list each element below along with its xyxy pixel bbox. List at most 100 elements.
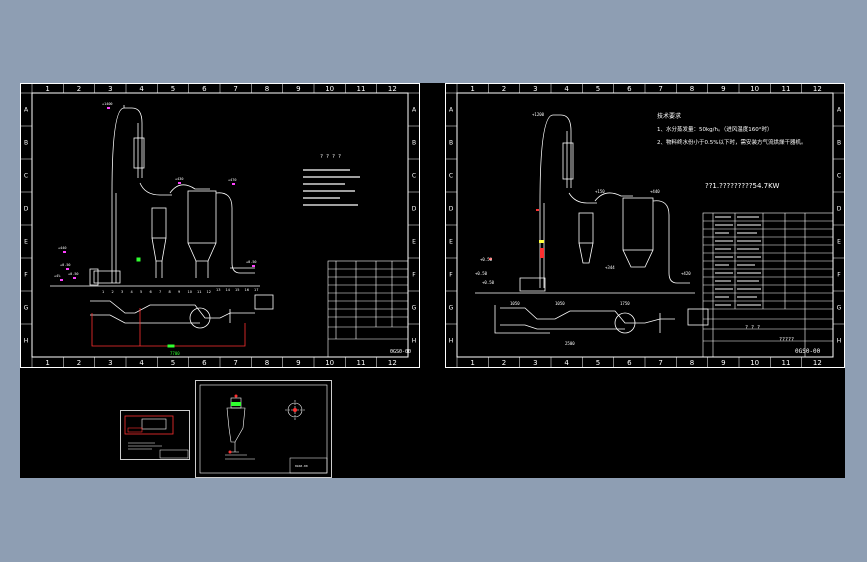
column-number: 8 [690, 85, 694, 93]
elevation-label: +440 [650, 189, 660, 194]
part-number: 11 [197, 290, 201, 294]
column-number: 1 [470, 359, 474, 367]
row-letter: H [449, 338, 454, 345]
row-letter: E [24, 239, 28, 246]
column-number: 5 [171, 85, 175, 93]
red-markers [489, 209, 544, 260]
part-number: 15 [235, 288, 239, 292]
elevation-label: +344 [605, 265, 615, 270]
row-letter: A [24, 107, 29, 114]
elevation-label: +0.50 [60, 263, 71, 267]
column-number: 4 [139, 85, 144, 93]
elevation-label: +0.50 [68, 272, 79, 276]
part-number: 16 [245, 288, 249, 292]
column-number: 7 [658, 85, 662, 93]
nozzle-detail [226, 397, 246, 453]
yellow-markers [539, 240, 544, 243]
column-number: 1 [45, 359, 49, 367]
row-letter: G [412, 305, 417, 312]
elevation-label: +150 [595, 189, 605, 194]
row-letter: F [837, 272, 841, 279]
column-number: 1 [470, 85, 474, 93]
dimension-label: 1050 [510, 301, 520, 306]
column-number: 7 [658, 359, 662, 367]
title-block-text: ? ? ? [745, 325, 760, 331]
elevation-label-group: +1400+430+470+440+0.50+0.50+0.50+4% [54, 102, 257, 278]
column-number: 5 [596, 85, 600, 93]
tech-requirement-1: 1、水分蒸发量：50kg/h。（进风温度160°时） [657, 125, 773, 133]
column-number: 8 [265, 359, 269, 367]
row-letter: A [837, 107, 842, 114]
part-number: 3 [121, 290, 123, 294]
row-letter: D [24, 206, 29, 213]
row-letter: C [412, 173, 416, 180]
row-letter: C [24, 173, 28, 180]
column-number: 3 [533, 85, 537, 93]
row-letter: H [412, 338, 417, 345]
column-number: 6 [627, 85, 632, 93]
parts-list-table [327, 260, 409, 358]
elevation-label: +0.50 [246, 260, 257, 264]
tech-requirements-title: 技术要求 [657, 112, 681, 120]
column-number: 10 [325, 359, 334, 367]
column-number: 9 [721, 85, 725, 93]
drawing-number: 0GS0-00 [795, 348, 821, 355]
column-number: 12 [813, 359, 822, 367]
dimension-label: 1050 [555, 301, 565, 306]
drawing-sheet-3 [120, 410, 190, 460]
column-number: 7 [233, 85, 237, 93]
column-number: 11 [357, 359, 366, 367]
row-letter: H [837, 338, 842, 345]
elevation-label: +440 [58, 246, 66, 250]
dimension-label: 2500 [565, 341, 575, 346]
part-number: 5 [140, 290, 142, 294]
part-number: 12 [207, 290, 211, 294]
part-number: 4 [131, 290, 134, 294]
column-number: 11 [782, 359, 791, 367]
column-number: 6 [202, 85, 207, 93]
row-letter: F [449, 272, 453, 279]
title-block-code: ????? [779, 337, 794, 343]
row-letter: B [412, 140, 416, 147]
column-number: 5 [596, 359, 600, 367]
row-letter: E [412, 239, 416, 246]
power-note: ??1.?????????54.7KW [705, 182, 779, 190]
column-number: 10 [325, 85, 334, 93]
elevation-label: +470 [228, 178, 236, 182]
elevation-label: +0.50 [480, 257, 493, 262]
column-number: 6 [202, 359, 207, 367]
column-number: 8 [690, 359, 694, 367]
column-number: 6 [627, 359, 632, 367]
column-number: 8 [265, 85, 269, 93]
elevation-label: +1200 [532, 112, 545, 117]
row-letter: A [449, 107, 454, 114]
elevation-label: +420 [681, 271, 691, 276]
drawing-number: 0GS0-00 [390, 349, 411, 355]
dimension-group: 1050 1050 1750 2500 [510, 301, 630, 346]
part-number: 6 [150, 290, 152, 294]
part-number: 9 [178, 290, 180, 294]
column-number: 5 [171, 359, 175, 367]
sheet3-title: 0GS0-00 [295, 464, 308, 468]
row-letter: G [449, 305, 454, 312]
parts-list-table [702, 212, 834, 358]
part-number: 13 [216, 288, 220, 292]
tech-requirement-2: 2、物料终水份小于0.5%以下时，需安装方气流烘燥干器机。 [657, 138, 806, 146]
row-letter: D [449, 206, 454, 213]
column-number: 7 [233, 359, 237, 367]
row-letter: B [837, 140, 841, 147]
part-number: 17 [254, 288, 258, 292]
column-number: 4 [139, 359, 144, 367]
dimension-label: 1750 [620, 301, 630, 306]
row-letter: A [412, 107, 417, 114]
column-number: 11 [782, 85, 791, 93]
row-letter: E [449, 239, 453, 246]
column-number: 3 [533, 359, 537, 367]
